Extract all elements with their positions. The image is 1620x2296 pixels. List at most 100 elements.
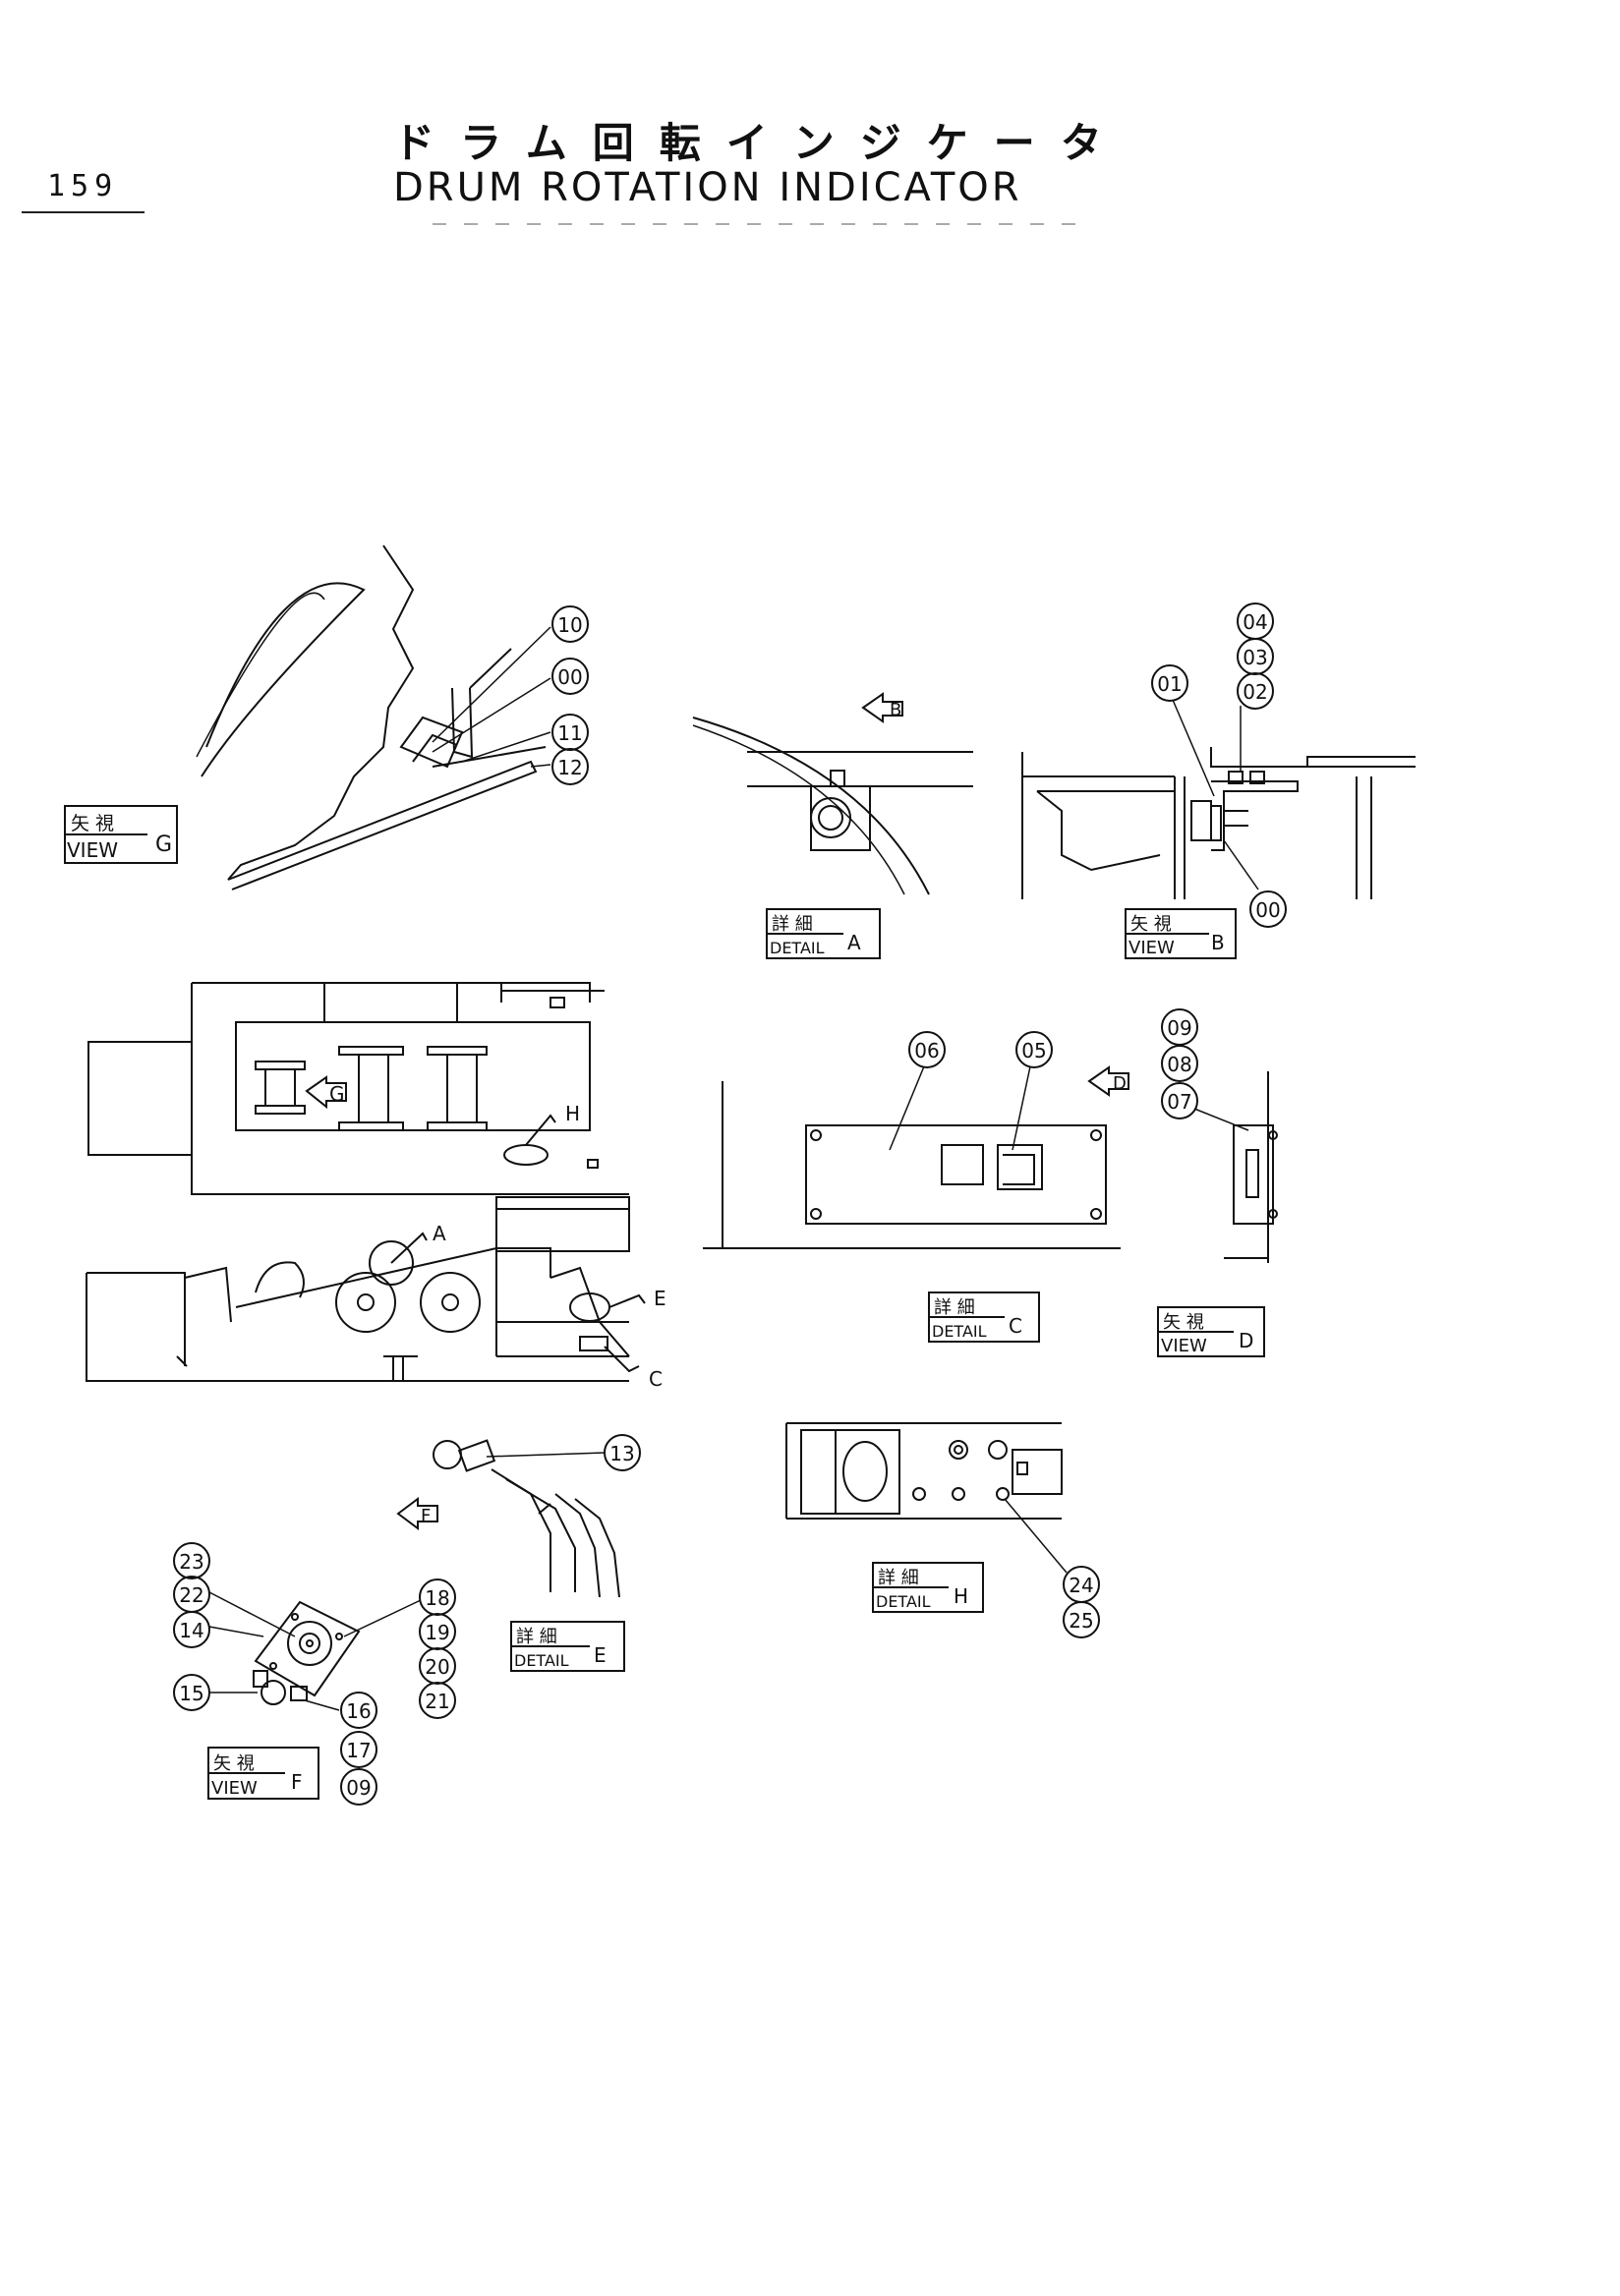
callout-leaders-h	[1004, 1498, 1068, 1574]
svg-text:C: C	[1009, 1314, 1022, 1338]
svg-text:E: E	[654, 1287, 666, 1310]
svg-text:16: 16	[346, 1699, 371, 1723]
svg-text:B: B	[1211, 931, 1225, 954]
callout-09-f: 09	[340, 1768, 377, 1806]
detail-e-label: 詳 細 DETAIL E	[510, 1621, 625, 1672]
svg-text:A: A	[847, 931, 861, 954]
svg-text:DETAIL: DETAIL	[932, 1322, 987, 1341]
view-b-label: 矢 視 VIEW B	[1125, 908, 1237, 959]
svg-text:02: 02	[1243, 680, 1267, 704]
svg-text:G: G	[329, 1082, 345, 1106]
callout-15-f: 15	[173, 1674, 210, 1711]
callout-12-g: 12	[551, 748, 589, 785]
page-number-underline	[22, 211, 145, 213]
svg-text:B: B	[890, 700, 901, 720]
callout-03-b: 03	[1237, 638, 1274, 675]
pointer-a: A	[390, 1222, 446, 1264]
svg-text:F: F	[291, 1770, 303, 1794]
callout-04-b: 04	[1237, 603, 1274, 640]
callout-00-b: 00	[1249, 890, 1287, 928]
title-english: DRUM ROTATION INDICATOR	[393, 165, 1022, 210]
svg-text:詳 細: 詳 細	[772, 914, 813, 935]
svg-text:詳 細: 詳 細	[516, 1627, 557, 1647]
callout-leaders-g	[432, 626, 551, 768]
svg-text:11: 11	[557, 721, 582, 745]
svg-text:E: E	[594, 1643, 607, 1667]
svg-text:詳 細: 詳 細	[878, 1568, 919, 1588]
svg-text:24: 24	[1069, 1574, 1093, 1597]
callout-14-f: 14	[173, 1611, 210, 1648]
view-d-label: 矢 視 VIEW D	[1157, 1306, 1265, 1357]
callout-leaders-d	[1193, 1108, 1249, 1131]
detail-h-label: 詳 細 DETAIL H	[872, 1562, 984, 1613]
view-g-label: 矢 視 VIEW G	[64, 805, 178, 864]
svg-text:H: H	[565, 1102, 580, 1125]
svg-text:C: C	[649, 1367, 663, 1391]
callout-09-d: 09	[1161, 1008, 1198, 1046]
callout-21-f: 21	[419, 1682, 456, 1719]
detail-e-drawing	[433, 1439, 620, 1598]
svg-text:01: 01	[1157, 672, 1182, 696]
svg-text:詳 細: 詳 細	[934, 1297, 975, 1318]
callout-10-g: 10	[551, 605, 589, 643]
page-number: 159	[47, 169, 119, 203]
view-d-drawing	[1224, 1071, 1278, 1263]
svg-text:22: 22	[179, 1583, 203, 1607]
svg-text:19: 19	[425, 1621, 449, 1644]
detail-h-drawing	[785, 1422, 1063, 1520]
arrow-f: F	[396, 1497, 438, 1530]
callout-leaders-f	[208, 1591, 422, 1711]
callout-13-e: 13	[604, 1434, 641, 1471]
svg-text:DETAIL: DETAIL	[770, 939, 825, 957]
callout-18-f: 18	[419, 1578, 456, 1616]
svg-text:21: 21	[425, 1690, 449, 1713]
svg-text:09: 09	[346, 1776, 371, 1800]
detail-a-label: 詳 細 DETAIL A	[766, 908, 881, 959]
svg-text:12: 12	[557, 756, 582, 779]
svg-text:15: 15	[179, 1682, 203, 1705]
svg-text:VIEW: VIEW	[1161, 1336, 1207, 1356]
title-japanese: ドラム回転インジケータ	[393, 119, 1128, 167]
svg-text:18: 18	[425, 1586, 449, 1610]
svg-text:矢 視: 矢 視	[1130, 914, 1172, 935]
view-g-drawing	[196, 545, 547, 890]
svg-text:VIEW: VIEW	[67, 838, 118, 862]
svg-text:23: 23	[179, 1550, 203, 1574]
svg-text:06: 06	[914, 1039, 939, 1062]
callout-leaders-c	[889, 1065, 1031, 1151]
svg-text:D: D	[1239, 1329, 1253, 1352]
svg-text:F: F	[421, 1506, 431, 1526]
svg-text:VIEW: VIEW	[211, 1778, 258, 1799]
svg-text:矢 視: 矢 視	[213, 1753, 255, 1774]
svg-text:VIEW: VIEW	[1128, 938, 1175, 958]
svg-text:17: 17	[346, 1739, 371, 1762]
pointer-h: H	[525, 1102, 580, 1146]
svg-text:03: 03	[1243, 646, 1267, 669]
view-f-drawing	[253, 1600, 361, 1705]
pointer-c: C	[604, 1346, 663, 1391]
svg-text:08: 08	[1167, 1053, 1191, 1076]
callout-leaders-e	[486, 1452, 606, 1458]
callout-22-f: 22	[173, 1576, 210, 1613]
svg-text:14: 14	[179, 1619, 203, 1642]
detail-c-drawing	[703, 1081, 1121, 1249]
detail-a-drawing	[692, 717, 973, 895]
callout-16-f: 16	[340, 1692, 377, 1729]
svg-text:G: G	[155, 832, 172, 857]
svg-text:25: 25	[1069, 1609, 1093, 1633]
svg-text:07: 07	[1167, 1090, 1191, 1114]
pointer-e: E	[608, 1287, 666, 1310]
svg-text:A: A	[433, 1222, 446, 1245]
detail-c-label: 詳 細 DETAIL C	[928, 1292, 1040, 1343]
svg-text:D: D	[1113, 1073, 1127, 1094]
callout-17-f: 17	[340, 1731, 377, 1768]
plan-view-drawing	[87, 982, 630, 1252]
callout-08-d: 08	[1161, 1045, 1198, 1082]
callout-06-c: 06	[908, 1031, 946, 1068]
callout-25-h: 25	[1063, 1601, 1100, 1638]
callout-leaders-b	[1172, 699, 1259, 890]
callout-01-b: 01	[1151, 664, 1188, 702]
view-f-label: 矢 視 VIEW F	[207, 1747, 319, 1800]
svg-text:05: 05	[1021, 1039, 1046, 1062]
